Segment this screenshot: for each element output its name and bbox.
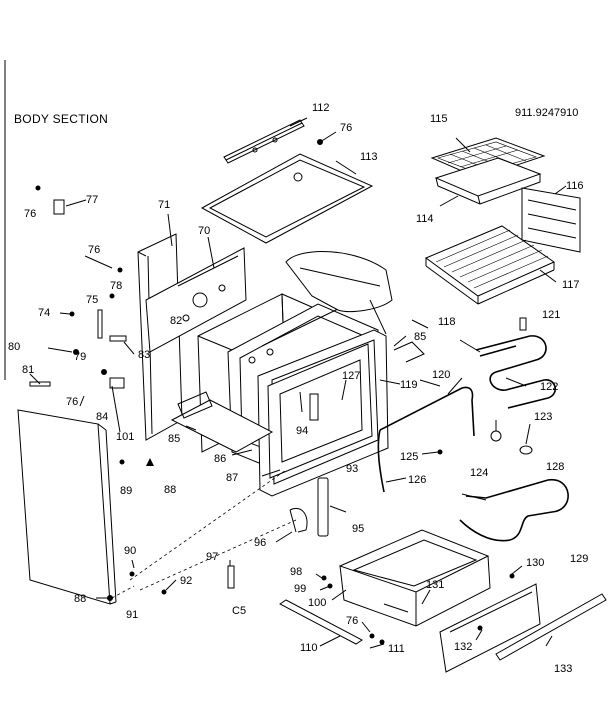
callout-77: 77 xyxy=(86,194,98,206)
callout-89: 89 xyxy=(120,485,132,497)
callout-95: 95 xyxy=(352,523,364,535)
drawer-rail-110 xyxy=(279,599,363,645)
callout-85: 85 xyxy=(168,433,180,445)
callout-101: 101 xyxy=(116,431,134,443)
callout-131: 131 xyxy=(426,579,444,591)
front-frame xyxy=(257,329,389,497)
callout-115: 115 xyxy=(430,113,448,125)
oven-rack xyxy=(424,225,556,305)
floor-pan xyxy=(170,391,274,453)
bake-element xyxy=(459,479,569,542)
callout-100: 100 xyxy=(308,597,326,609)
callout-123: 123 xyxy=(534,411,552,423)
callout-122: 122 xyxy=(540,381,558,393)
callout-117: 117 xyxy=(562,279,580,291)
callout-118: 118 xyxy=(438,316,456,328)
callout-74: 74 xyxy=(38,307,50,319)
callout-81: 81 xyxy=(22,364,34,376)
callout-133: 133 xyxy=(554,663,572,675)
callout-93: 93 xyxy=(346,463,358,475)
terminal-block xyxy=(519,317,527,331)
callout-76: 76 xyxy=(340,122,352,134)
drawer-front-panel xyxy=(439,583,541,673)
callout-75: 75 xyxy=(86,294,98,306)
oven-light xyxy=(490,430,533,455)
callout-110: 110 xyxy=(300,642,318,654)
callout-112: 112 xyxy=(312,102,330,114)
callout-76: 76 xyxy=(24,208,36,220)
model-number: 911.9247910 xyxy=(515,107,578,119)
callout-76: 76 xyxy=(346,615,358,627)
callout-83: 83 xyxy=(138,349,150,361)
back-frame xyxy=(145,247,247,353)
callout-116: 116 xyxy=(566,180,584,192)
callout-78: 78 xyxy=(110,280,122,292)
callout-120: 120 xyxy=(432,369,450,381)
callout-128: 128 xyxy=(546,461,564,473)
callout-87: 87 xyxy=(226,472,238,484)
callout-94: 94 xyxy=(296,425,308,437)
callout-111: 111 xyxy=(388,643,405,655)
callout-84: 84 xyxy=(96,411,108,423)
door-latch xyxy=(53,199,65,215)
top-panel xyxy=(200,153,374,244)
callout-114: 114 xyxy=(416,213,434,225)
callout-91: 91 xyxy=(126,609,138,621)
callout-98: 98 xyxy=(290,566,302,578)
callout-76: 76 xyxy=(66,396,78,408)
door-hinge xyxy=(289,477,329,537)
oven-top-burner-duct xyxy=(285,251,393,335)
door-gasket xyxy=(377,386,475,493)
top-trim-strip xyxy=(223,119,305,164)
callout-79: 79 xyxy=(74,351,86,363)
callout-119: 119 xyxy=(400,379,418,391)
callout-130: 130 xyxy=(526,557,544,569)
storage-drawer xyxy=(338,529,491,627)
callout-70: 70 xyxy=(198,225,210,237)
broiler-pan xyxy=(434,157,542,205)
callout-88: 88 xyxy=(74,593,86,605)
section-title: BODY SECTION xyxy=(14,112,108,126)
spacer-97 xyxy=(227,565,235,589)
callout-96: 96 xyxy=(254,537,266,549)
callout-125: 125 xyxy=(400,451,418,463)
callout-86: 86 xyxy=(214,453,226,465)
toe-kick-strip xyxy=(495,593,607,661)
callout-99: 99 xyxy=(294,583,306,595)
callout-71: 71 xyxy=(158,199,170,211)
callout-82: 82 xyxy=(170,315,182,327)
callout-97: 97 xyxy=(206,551,218,563)
callout-126: 126 xyxy=(408,474,426,486)
group-marker: C5 xyxy=(232,605,246,617)
callout-90: 90 xyxy=(124,545,136,557)
callout-129: 129 xyxy=(570,553,588,565)
callout-127: 127 xyxy=(342,370,360,382)
side-panel-strip xyxy=(521,187,581,253)
callout-88: 88 xyxy=(164,484,176,496)
callout-121: 121 xyxy=(542,309,560,321)
door-panel xyxy=(17,409,117,605)
callout-132: 132 xyxy=(454,641,472,653)
callout-113: 113 xyxy=(360,151,378,163)
callout-76: 76 xyxy=(88,244,100,256)
callout-85: 85 xyxy=(414,331,426,343)
callout-124: 124 xyxy=(470,467,488,479)
broil-element xyxy=(459,335,556,409)
callout-92: 92 xyxy=(180,575,192,587)
callout-80: 80 xyxy=(8,341,20,353)
